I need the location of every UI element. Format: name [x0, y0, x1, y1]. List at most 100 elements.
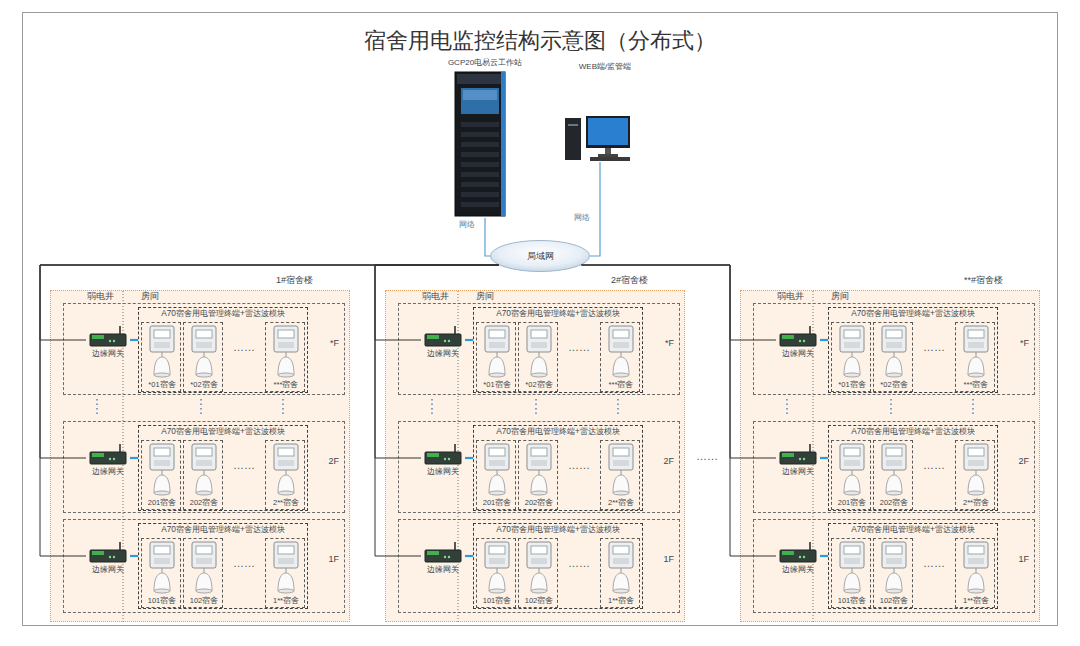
- radar-sensor: [154, 475, 170, 493]
- terminal-keys: [531, 460, 547, 466]
- edge-gateway: 边缘网关: [421, 542, 465, 582]
- room-label: 2**宿舍: [597, 498, 645, 507]
- radar-sensor-base: [886, 373, 902, 377]
- workstation-illustration: [560, 62, 650, 162]
- pc-tower: [565, 118, 581, 160]
- sensor-cable: [621, 470, 622, 475]
- room-label: 101宿舍: [138, 596, 186, 605]
- gateway-terminal: [92, 551, 104, 555]
- terminal-body: [840, 444, 864, 470]
- terminal-keys: [154, 342, 170, 348]
- terminal-group: A70宿舍用电管理终端+雷达波模块*01宿舍*02宿舍***宿舍……: [138, 307, 308, 393]
- ellipsis-mark: ……: [562, 460, 596, 471]
- floor-zone: 1F边缘网关A70宿舍用电管理终端+雷达波模块101宿舍102宿舍1**宿舍……: [753, 519, 1035, 613]
- edge-gateway-illustration: [421, 444, 465, 484]
- terminal-body: [527, 542, 551, 568]
- gateway-led: [803, 458, 805, 460]
- room-label: 202宿舍: [180, 498, 228, 507]
- cabinet-slot: [461, 162, 499, 167]
- radar-sensor: [886, 573, 902, 591]
- gateway-body: [780, 334, 816, 346]
- floor-label: *F: [330, 338, 339, 349]
- radar-sensor: [154, 573, 170, 591]
- room-label: 2**宿舍: [952, 498, 1000, 507]
- edge-label: 网络: [459, 219, 475, 230]
- network-link: [485, 218, 490, 256]
- gateway-terminal: [782, 335, 794, 339]
- sensor-cable: [497, 470, 498, 475]
- gateway-antenna: [119, 444, 121, 452]
- room-box: 202宿舍: [873, 440, 913, 510]
- gateway-body: [425, 452, 461, 464]
- terminal-group: A70宿舍用电管理终端+雷达波模块101宿舍102宿舍1**宿舍……: [138, 523, 308, 609]
- radar-sensor-base: [531, 373, 547, 377]
- column-label: 弱电井: [422, 291, 449, 301]
- radar-sensor-base: [154, 491, 170, 495]
- gateway-antenna: [119, 326, 121, 334]
- room-label: *02宿舍: [180, 380, 228, 389]
- room-label: 101宿舍: [473, 596, 521, 605]
- gateway-body: [90, 452, 126, 464]
- terminal-body: [485, 444, 509, 470]
- device-label: 边缘网关: [768, 467, 828, 477]
- radar-sensor: [489, 475, 505, 493]
- dormitory-building: 2#宿舍楼弱电井房间*F边缘网关A70宿舍用电管理终端+雷达波模块*01宿舍*0…: [385, 290, 685, 622]
- terminal-body: [840, 326, 864, 352]
- room-label: 1**宿舍: [597, 596, 645, 605]
- ellipsis-mark: ……: [227, 558, 261, 569]
- terminal-group: A70宿舍用电管理终端+雷达波模块*01宿舍*02宿舍***宿舍……: [473, 307, 643, 393]
- terminal-screen: [968, 330, 984, 338]
- terminal-body: [964, 326, 988, 352]
- radar-sensor-base: [968, 373, 984, 377]
- gateway-led: [799, 340, 801, 342]
- floor-zone: 1F边缘网关A70宿舍用电管理终端+雷达波模块101宿舍102宿舍1**宿舍……: [398, 519, 680, 613]
- screen-glare: [463, 90, 497, 100]
- cabinet-stripe: [501, 72, 505, 216]
- cabinet-slot: [461, 192, 499, 197]
- network-label: 局域网: [490, 240, 590, 272]
- terminal-keys: [613, 558, 629, 564]
- edge-gateway-illustration: [776, 542, 820, 582]
- terminal-body: [274, 444, 298, 470]
- ellipsis-mark: ……: [690, 451, 724, 462]
- radar-sensor: [196, 573, 212, 591]
- room-label: ***宿舍: [597, 380, 645, 389]
- terminal-keys: [613, 342, 629, 348]
- radar-sensor-base: [196, 491, 212, 495]
- edge-gateway-illustration: [86, 444, 130, 484]
- terminal-keys: [968, 342, 984, 348]
- radar-sensor: [196, 475, 212, 493]
- terminal-keys: [844, 342, 860, 348]
- lan-cloud: [491, 241, 590, 272]
- ellipsis-mark: ……: [562, 342, 596, 353]
- dormitory-building: 1#宿舍楼弱电井房间*F边缘网关A70宿舍用电管理终端+雷达波模块*01宿舍*0…: [50, 290, 350, 622]
- radar-sensor-base: [886, 589, 902, 593]
- server-cabinet-illustration: [445, 58, 525, 218]
- cabinet-top: [457, 74, 503, 84]
- cabinet-slot: [461, 142, 499, 147]
- radar-sensor: [278, 573, 294, 591]
- room-box: *02宿舍: [518, 322, 558, 392]
- terminal-screen: [886, 546, 902, 554]
- sensor-cable: [852, 568, 853, 573]
- floor-zone: 2F边缘网关A70宿舍用电管理终端+雷达波模块201宿舍202宿舍2**宿舍……: [63, 421, 345, 513]
- room-label: *01宿舍: [138, 380, 186, 389]
- room-box: 101宿舍: [476, 538, 516, 608]
- sensor-cable: [976, 470, 977, 475]
- gateway-led: [803, 556, 805, 558]
- radar-sensor-base: [489, 491, 505, 495]
- radar-sensor-base: [886, 491, 902, 495]
- sensor-cable: [204, 470, 205, 475]
- room-label: 201宿舍: [828, 498, 876, 507]
- gateway-led: [113, 556, 115, 558]
- device-label: 边缘网关: [768, 349, 828, 359]
- column-label: 弱电井: [777, 291, 804, 301]
- radar-sensor: [154, 357, 170, 375]
- room-label: 201宿舍: [138, 498, 186, 507]
- terminal-group: A70宿舍用电管理终端+雷达波模块*01宿舍*02宿舍***宿舍……: [828, 307, 998, 393]
- terminal-body: [150, 326, 174, 352]
- radar-sensor-base: [278, 373, 294, 377]
- radar-sensor: [886, 475, 902, 493]
- room-label: ***宿舍: [952, 380, 1000, 389]
- column-label: 房间: [831, 291, 849, 301]
